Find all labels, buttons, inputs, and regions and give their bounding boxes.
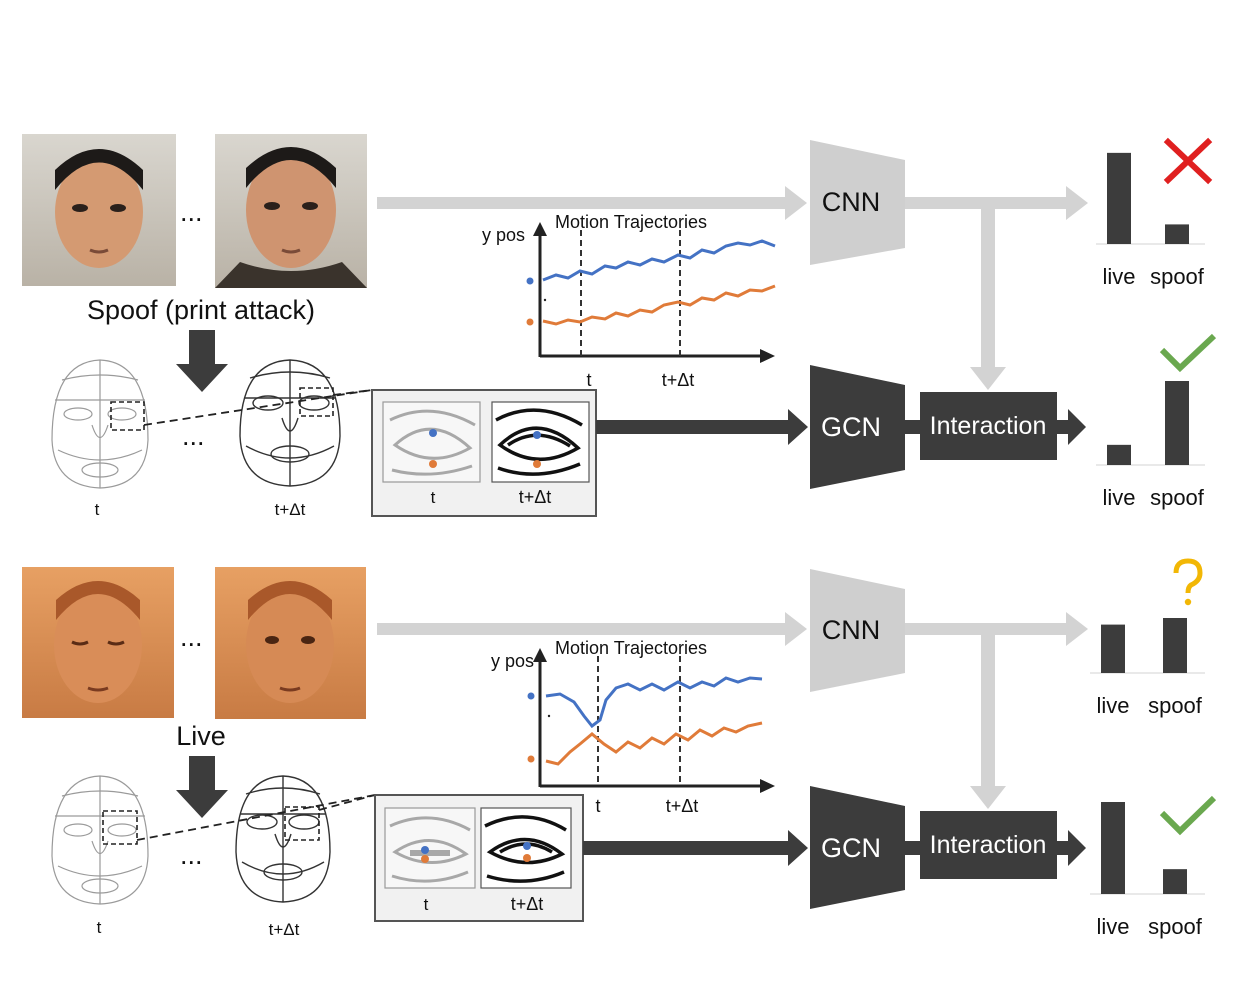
spoof-face-photo-2 bbox=[215, 134, 367, 288]
live-crop-label-tdt: t+Δt bbox=[510, 894, 544, 914]
live-faces-ellipsis: ... bbox=[180, 622, 203, 652]
spoof-crop-label-tdt: t+Δt bbox=[518, 487, 552, 507]
live-mesh-label-t: t bbox=[96, 918, 102, 937]
spoof-cnn-to-interaction-arrow bbox=[970, 203, 1006, 390]
live-gcn-connector bbox=[905, 841, 921, 855]
spoof-face-mesh-t bbox=[51, 359, 149, 489]
live-face-mesh-tdt bbox=[235, 775, 331, 903]
live-chart-title: Motion Trajectories bbox=[555, 638, 708, 658]
live-eye-roi-box-tdt bbox=[284, 806, 320, 841]
spoof-trajectory-blue bbox=[542, 239, 776, 282]
live-chart-ylabel: y pos bbox=[491, 651, 535, 671]
live-cnn-block bbox=[810, 569, 905, 692]
spoof-gcn-label: GCN bbox=[821, 412, 881, 442]
spoof-cnn-label: CNN bbox=[821, 187, 881, 217]
spoof-face-photo-1 bbox=[22, 134, 176, 286]
live-gcn-input-arrow bbox=[583, 830, 808, 866]
result-bar-spoof bbox=[1165, 224, 1189, 244]
spoof-face-mesh-tdt bbox=[239, 359, 341, 487]
live-mesh-label-tdt: t+Δt bbox=[268, 920, 300, 939]
result-bar-spoof bbox=[1163, 869, 1187, 894]
live-face-photo-2 bbox=[215, 567, 366, 719]
live-cnn-result-spoof-label: spoof bbox=[1148, 693, 1202, 718]
check-icon bbox=[1159, 795, 1217, 836]
live-interaction-block bbox=[920, 811, 1057, 879]
live-gcn-block bbox=[810, 786, 905, 909]
spoof-meshes-ellipsis: ... bbox=[182, 421, 205, 451]
spoof-cnn-input-arrow bbox=[377, 186, 807, 220]
spoof-chart-tick-t: t bbox=[586, 370, 592, 390]
spoof-cnn-result-spoof-label: spoof bbox=[1150, 264, 1204, 289]
spoof-interaction-label: Interaction bbox=[929, 412, 1047, 440]
live-final-result-live-label: live bbox=[1096, 914, 1130, 939]
spoof-zoom-line-2 bbox=[332, 389, 373, 396]
live-trajectory-blue bbox=[545, 676, 763, 729]
spoof-faces-ellipsis: ... bbox=[180, 197, 203, 227]
spoof-cnn-result-live-label: live bbox=[1102, 264, 1136, 289]
spoof-chart-tick-tdt: t+Δt bbox=[661, 370, 695, 390]
spoof-final-result-spoof-label: spoof bbox=[1150, 485, 1204, 510]
spoof-chart-ylabel: y pos bbox=[482, 225, 526, 245]
live-final-result-chart bbox=[1090, 802, 1205, 895]
live-face-photo-1 bbox=[22, 567, 174, 718]
spoof-crop-label-t: t bbox=[430, 488, 436, 507]
spoof-cnn-result-chart bbox=[1096, 152, 1205, 245]
spoof-mesh-label-t: t bbox=[94, 500, 100, 519]
live-gcn-label: GCN bbox=[821, 833, 881, 863]
spoof-down-arrow bbox=[176, 330, 228, 392]
spoof-interaction-output-arrow bbox=[1057, 409, 1086, 445]
live-face-mesh-t bbox=[51, 775, 149, 905]
result-bar-live bbox=[1101, 802, 1125, 894]
cross-icon bbox=[1163, 137, 1213, 185]
spoof-trajectory-orange bbox=[542, 284, 776, 326]
live-motion-chart bbox=[527, 648, 775, 793]
spoof-eye-roi-box-tdt bbox=[299, 387, 334, 417]
live-cnn-result-live-label: live bbox=[1096, 693, 1130, 718]
result-bar-live bbox=[1107, 444, 1131, 465]
spoof-final-result-chart bbox=[1096, 381, 1205, 466]
result-bar-spoof bbox=[1165, 381, 1189, 465]
spoof-eye-crop-panel bbox=[371, 389, 597, 517]
live-zoom-line-2 bbox=[318, 794, 376, 811]
spoof-final-result-live-label: live bbox=[1102, 485, 1136, 510]
live-zoom-line-1 bbox=[136, 794, 376, 841]
live-trajectory-orange bbox=[545, 721, 763, 766]
question-icon bbox=[1173, 558, 1203, 606]
live-cnn-to-interaction-arrow bbox=[970, 629, 1006, 809]
result-bar-live bbox=[1107, 152, 1131, 244]
live-meshes-ellipsis: ... bbox=[180, 840, 203, 870]
live-caption: Live bbox=[176, 721, 226, 751]
live-crop-label-t: t bbox=[423, 895, 429, 914]
live-chart-tick-tdt: t+Δt bbox=[665, 796, 699, 816]
spoof-interaction-block bbox=[920, 392, 1057, 460]
spoof-mesh-label-tdt: t+Δt bbox=[274, 500, 306, 519]
live-chart-tick-t: t bbox=[595, 796, 601, 816]
live-down-arrow bbox=[176, 756, 228, 818]
live-eye-roi-box-t bbox=[102, 810, 138, 845]
check-icon bbox=[1159, 333, 1217, 373]
spoof-chart-title: Motion Trajectories bbox=[555, 212, 708, 232]
result-bar-live bbox=[1101, 624, 1125, 673]
spoof-gcn-block bbox=[810, 365, 905, 489]
spoof-caption: Spoof (print attack) bbox=[86, 295, 316, 325]
row-spoof bbox=[22, 134, 1088, 517]
row-live bbox=[22, 567, 1088, 922]
live-interaction-output-arrow bbox=[1057, 830, 1086, 866]
spoof-gcn-connector bbox=[905, 420, 921, 434]
result-bar-spoof bbox=[1163, 618, 1187, 673]
spoof-motion-chart bbox=[526, 222, 776, 363]
spoof-cnn-block bbox=[810, 140, 905, 265]
spoof-cnn-output-arrow bbox=[905, 186, 1088, 220]
spoof-eye-roi-box-t bbox=[110, 401, 145, 431]
live-eye-crop-panel bbox=[374, 794, 584, 922]
live-interaction-label: Interaction bbox=[929, 831, 1047, 859]
spoof-gcn-input-arrow bbox=[596, 409, 808, 445]
live-cnn-input-arrow bbox=[377, 612, 807, 646]
live-cnn-result-chart bbox=[1090, 618, 1205, 674]
live-cnn-label: CNN bbox=[821, 615, 881, 645]
live-cnn-output-arrow bbox=[905, 612, 1088, 646]
live-final-result-spoof-label: spoof bbox=[1148, 914, 1202, 939]
